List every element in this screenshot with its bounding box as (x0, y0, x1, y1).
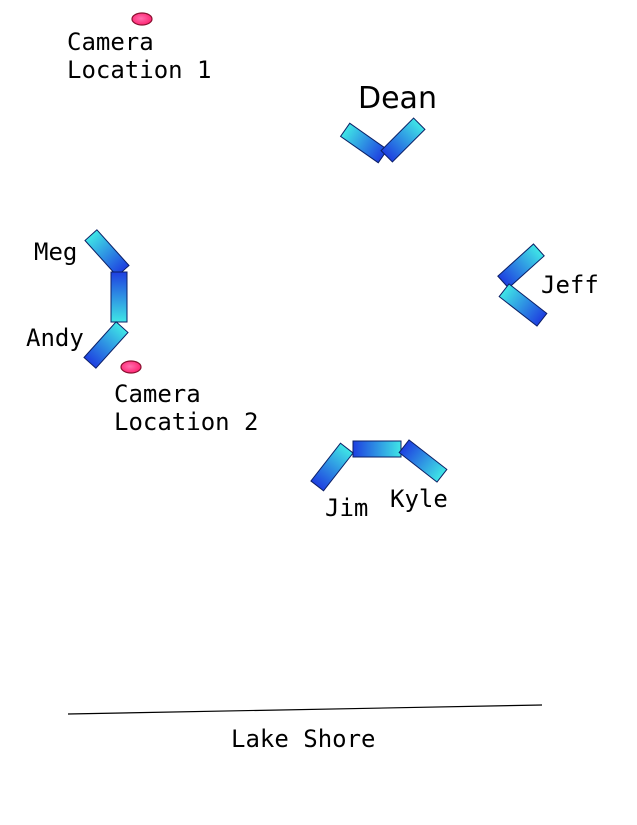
jim-kyle-device-group (310, 439, 448, 492)
camera-location-2-label-line1: Camera (114, 380, 201, 408)
person-label-kyle: Kyle (390, 485, 448, 513)
dean-device-segment (380, 117, 426, 163)
person-label-dean: Dean (358, 81, 437, 116)
jim-device-segment (310, 442, 354, 492)
jeff-device-segment (497, 243, 545, 289)
camera-location-1-label-line1: Camera (67, 28, 154, 56)
person-label-andy: Andy (26, 324, 84, 352)
meg-andy-device-group (83, 229, 130, 369)
person-label-jeff: Jeff (541, 271, 599, 299)
kyle-device-segment (398, 439, 448, 483)
camera-location-2-label-line2: Location 2 (114, 408, 259, 436)
andy-device-segment (83, 321, 129, 369)
camera-location-2-marker (120, 360, 142, 374)
lake-shore-line (67, 704, 543, 715)
jeff-device-group (497, 243, 548, 327)
meg-device-segment (84, 229, 130, 277)
center-device-segment (110, 271, 128, 323)
dean-device-group (339, 117, 426, 164)
person-label-meg: Meg (34, 238, 77, 266)
center-device-segment (352, 440, 402, 458)
jeff-device-segment (498, 283, 548, 327)
camera-location-1-marker (131, 12, 153, 26)
person-label-jim: Jim (325, 494, 368, 522)
lake-shore-label: Lake Shore (231, 725, 376, 753)
dean-device-segment (339, 122, 389, 164)
camera-location-1-label-line2: Location 1 (67, 56, 212, 84)
